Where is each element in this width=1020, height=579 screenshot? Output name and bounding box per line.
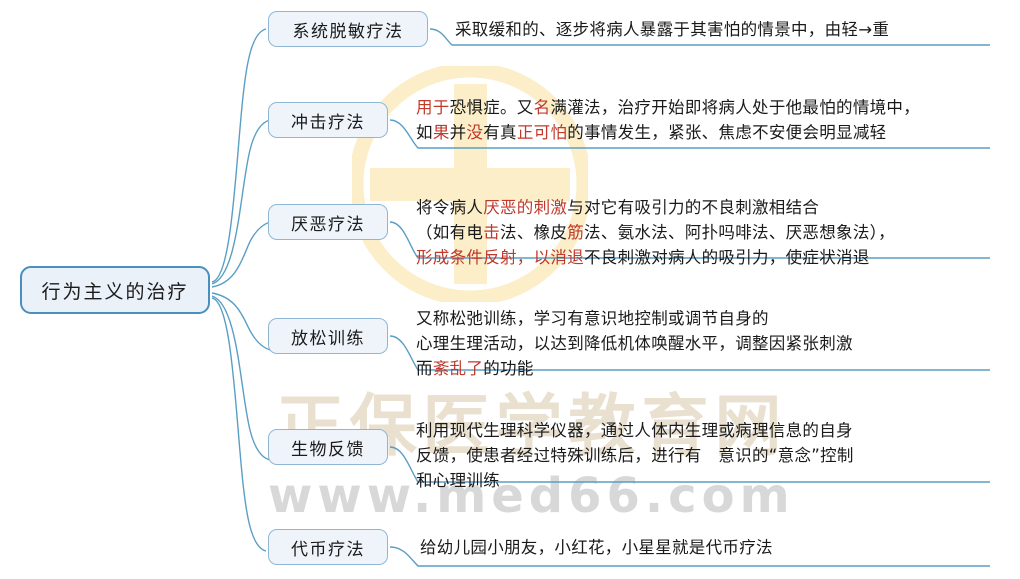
root-node-label: 行为主义的治疗 bbox=[41, 280, 189, 303]
branch-node-6-label: 代币疗法 bbox=[291, 539, 365, 560]
description-line: 给幼儿园小朋友，小红花，小星星就是代币疗法 bbox=[420, 535, 773, 560]
description-line: 而紊乱了的功能 bbox=[416, 356, 853, 381]
description-line: 又称松弛训练，学习有意识地控制或调节自身的 bbox=[416, 306, 853, 331]
plain-text: 采取缓和的、逐步将病人暴露于其害怕的情景中，由轻→重 bbox=[455, 20, 890, 39]
link-root-to-branch-4 bbox=[211, 292, 271, 351]
link-root-to-branch-5 bbox=[211, 295, 271, 461]
description-line: 反馈，使患者经过特殊训练后，进行有 意识的“意念”控制 bbox=[416, 443, 854, 468]
plain-text: 与对它有吸引力的不良刺激相结合 bbox=[567, 198, 820, 217]
plain-text: 不良刺激对病人的吸引力，使症状消退 bbox=[584, 248, 870, 267]
highlighted-text: 正可怕 bbox=[516, 123, 568, 142]
branch-description-6: 给幼儿园小朋友，小红花，小星星就是代币疗法 bbox=[420, 535, 773, 560]
highlighted-text: 紊乱了 bbox=[432, 359, 484, 378]
plain-text: 如 bbox=[416, 123, 433, 142]
branch-description-3: 将令病人厌恶的刺激与对它有吸引力的不良刺激相结合（如有电击法、橡皮筋法、氨水法、… bbox=[416, 195, 895, 270]
plain-text: 和心理训练 bbox=[416, 471, 500, 490]
description-line: 利用现代生理科学仪器，通过人体内生理或病理信息的自身 bbox=[416, 418, 854, 443]
plain-text: 利用现代生理科学仪器，通过人体内生理或病理信息的自身 bbox=[416, 421, 853, 440]
branch-description-4: 又称松弛训练，学习有意识地控制或调节自身的心理生理活动，以达到降低机体唤醒水平，… bbox=[416, 306, 853, 381]
branch-node-4[interactable]: 放松训练 bbox=[268, 318, 388, 354]
plain-text: 法、橡皮 bbox=[500, 223, 568, 242]
description-line: 用于恐惧症。又名满灌法，治疗开始即将病人处于他最怕的情境中， bbox=[416, 95, 920, 120]
link-root-to-branch-2 bbox=[211, 119, 271, 285]
root-node[interactable]: 行为主义的治疗 bbox=[20, 266, 210, 314]
plain-text: 而 bbox=[416, 359, 433, 378]
plain-text: 法、氨水法、阿扑吗啡法、厌恶想象法）， bbox=[584, 223, 895, 242]
branch-description-5: 利用现代生理科学仪器，通过人体内生理或病理信息的自身反馈，使患者经过特殊训练后，… bbox=[416, 418, 854, 493]
highlighted-text: 用于 bbox=[416, 98, 450, 117]
highlighted-text: 没 bbox=[466, 123, 484, 142]
highlighted-text: 击 bbox=[483, 223, 501, 242]
plain-text: 满灌法，治疗开始即将病人处于他最怕的情境中， bbox=[550, 98, 921, 117]
plain-text: 又称松弛训练，学习有意识地控制或调节自身的 bbox=[416, 309, 769, 328]
plain-text: 并 bbox=[449, 123, 467, 142]
description-line: 如果并没有真正可怕的事情发生，紧张、焦虑不安便会明显减轻 bbox=[416, 120, 920, 145]
description-line: 将令病人厌恶的刺激与对它有吸引力的不良刺激相结合 bbox=[416, 195, 895, 220]
branch-node-2-label: 冲击疗法 bbox=[291, 112, 365, 133]
plain-text: （如有电 bbox=[416, 223, 484, 242]
highlighted-text: 厌恶的刺激 bbox=[483, 198, 568, 217]
description-line: 采取缓和的、逐步将病人暴露于其害怕的情景中，由轻→重 bbox=[455, 17, 889, 42]
branch-node-4-label: 放松训练 bbox=[291, 328, 365, 349]
plain-text: 有真 bbox=[483, 123, 517, 142]
link-root-to-branch-1 bbox=[211, 28, 267, 283]
branch-node-6[interactable]: 代币疗法 bbox=[268, 529, 388, 565]
highlighted-text: 形成条件反射，以消退 bbox=[416, 248, 584, 267]
description-line: （如有电击法、橡皮筋法、氨水法、阿扑吗啡法、厌恶想象法）， bbox=[416, 220, 895, 245]
link-root-to-branch-3 bbox=[211, 221, 271, 288]
plain-text: 将令病人 bbox=[416, 198, 484, 217]
plain-text: 反馈，使患者经过特殊训练后，进行有 意识的“意念”控制 bbox=[416, 446, 854, 465]
branch-node-2[interactable]: 冲击疗法 bbox=[268, 102, 388, 138]
description-line: 心理生理活动，以达到降低机体唤醒水平，调整因紧张刺激 bbox=[416, 331, 853, 356]
description-line: 形成条件反射，以消退不良刺激对病人的吸引力，使症状消退 bbox=[416, 245, 895, 270]
plain-text: 心理生理活动，以达到降低机体唤醒水平，调整因紧张刺激 bbox=[416, 334, 853, 353]
highlighted-text: 果 bbox=[432, 123, 450, 142]
branch-node-5[interactable]: 生物反馈 bbox=[268, 429, 388, 465]
plain-text: 给幼儿园小朋友，小红花，小星星就是代币疗法 bbox=[420, 538, 773, 557]
highlighted-text: 筋 bbox=[567, 223, 585, 242]
branch-node-5-label: 生物反馈 bbox=[291, 439, 365, 460]
branch-description-1: 采取缓和的、逐步将病人暴露于其害怕的情景中，由轻→重 bbox=[455, 17, 889, 42]
link-root-to-branch-6 bbox=[211, 297, 267, 552]
plain-text: 的功能 bbox=[483, 359, 534, 378]
branch-node-1-label: 系统脱敏疗法 bbox=[292, 21, 404, 42]
branch-node-3[interactable]: 厌恶疗法 bbox=[268, 204, 388, 240]
highlighted-text: 名 bbox=[533, 98, 551, 117]
branch-description-2: 用于恐惧症。又名满灌法，治疗开始即将病人处于他最怕的情境中，如果并没有真正可怕的… bbox=[416, 95, 920, 145]
branch-node-1[interactable]: 系统脱敏疗法 bbox=[268, 11, 428, 47]
plain-text: 的事情发生，紧张、焦虑不安便会明显减轻 bbox=[567, 123, 887, 142]
branch-node-3-label: 厌恶疗法 bbox=[291, 214, 365, 235]
plain-text: 恐惧症。又 bbox=[449, 98, 534, 117]
description-line: 和心理训练 bbox=[416, 468, 854, 493]
